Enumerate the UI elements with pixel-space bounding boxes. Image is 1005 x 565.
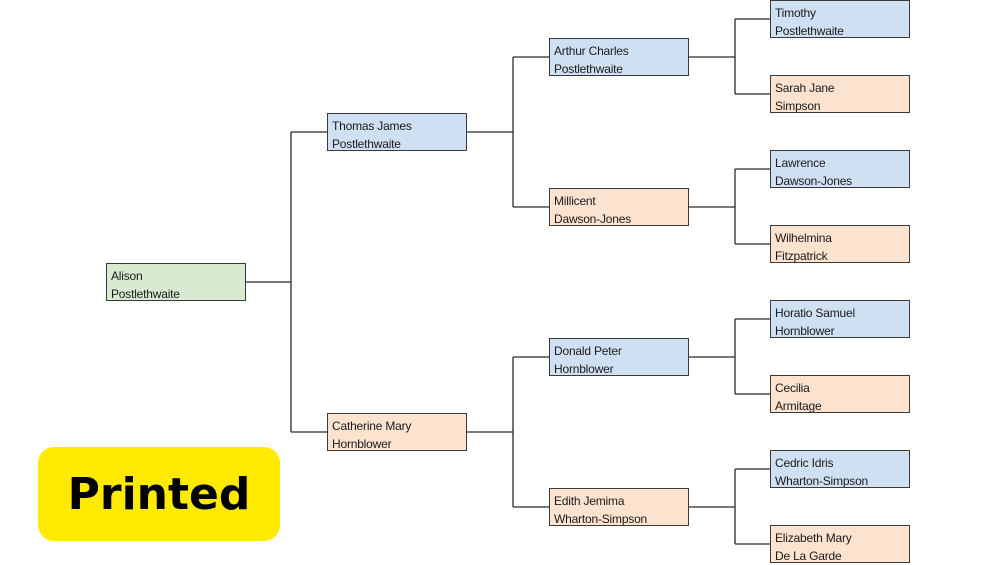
- person-box-maternal-grandmother: Edith Jemima Wharton-Simpson: [549, 488, 689, 526]
- connector-millicent-ggp: [689, 168, 770, 245]
- person-first-name: Catherine Mary: [332, 419, 412, 433]
- person-box-great-grandparent: Cecilia Armitage: [770, 375, 910, 413]
- person-first-name: Cedric Idris: [775, 456, 834, 470]
- person-surname: Postlethwaite: [332, 137, 401, 151]
- connector-mother-grandparents: [467, 356, 550, 508]
- person-box-father: Thomas James Postlethwaite: [327, 113, 467, 151]
- person-surname: Hornblower: [554, 362, 614, 376]
- person-first-name: Timothy: [775, 6, 816, 20]
- person-box-great-grandparent: Sarah Jane Simpson: [770, 75, 910, 113]
- person-first-name: Wilhelmina: [775, 231, 832, 245]
- printed-badge: Printed: [38, 447, 280, 541]
- connector-root-parents: [246, 131, 328, 433]
- person-box-mother: Catherine Mary Hornblower: [327, 413, 467, 451]
- person-surname: Postlethwaite: [775, 24, 844, 38]
- person-first-name: Thomas James: [332, 119, 412, 133]
- person-box-alison: Alison Postlethwaite: [106, 263, 246, 301]
- person-first-name: Millicent: [554, 194, 596, 208]
- connector-arthur-ggp: [689, 18, 770, 95]
- person-surname: Postlethwaite: [111, 287, 180, 301]
- person-surname: Wharton-Simpson: [775, 474, 869, 488]
- person-box-great-grandparent: Cedric Idris Wharton-Simpson: [770, 450, 910, 488]
- person-first-name: Arthur Charles: [554, 44, 629, 58]
- connector-donald-ggp: [689, 318, 770, 395]
- person-box-maternal-grandfather: Donald Peter Hornblower: [549, 338, 689, 376]
- person-surname: Wharton-Simpson: [554, 512, 648, 526]
- person-box-paternal-grandmother: Millicent Dawson-Jones: [549, 188, 689, 226]
- person-surname: Armitage: [775, 399, 822, 413]
- person-first-name: Horatio Samuel: [775, 306, 855, 320]
- person-surname: Fitzpatrick: [775, 249, 828, 263]
- connector-edith-ggp: [689, 468, 770, 545]
- person-first-name: Edith Jemima: [554, 494, 625, 508]
- person-surname: Hornblower: [775, 324, 835, 338]
- person-surname: Simpson: [775, 99, 821, 113]
- connector-father-grandparents: [467, 56, 550, 208]
- person-box-great-grandparent: Horatio Samuel Hornblower: [770, 300, 910, 338]
- person-first-name: Donald Peter: [554, 344, 622, 358]
- person-surname: Dawson-Jones: [554, 212, 631, 226]
- person-box-great-grandparent: Wilhelmina Fitzpatrick: [770, 225, 910, 263]
- person-surname: De La Garde: [775, 549, 842, 563]
- person-box-great-grandparent: Elizabeth Mary De La Garde: [770, 525, 910, 563]
- person-first-name: Lawrence: [775, 156, 826, 170]
- person-first-name: Cecilia: [775, 381, 810, 395]
- person-box-great-grandparent: Lawrence Dawson-Jones: [770, 150, 910, 188]
- person-box-great-grandparent: Timothy Postlethwaite: [770, 0, 910, 38]
- person-surname: Dawson-Jones: [775, 174, 852, 188]
- person-first-name: Sarah Jane: [775, 81, 835, 95]
- person-box-paternal-grandfather: Arthur Charles Postlethwaite: [549, 38, 689, 76]
- person-first-name: Alison: [111, 269, 143, 283]
- person-surname: Hornblower: [332, 437, 392, 451]
- person-first-name: Elizabeth Mary: [775, 531, 852, 545]
- person-surname: Postlethwaite: [554, 62, 623, 76]
